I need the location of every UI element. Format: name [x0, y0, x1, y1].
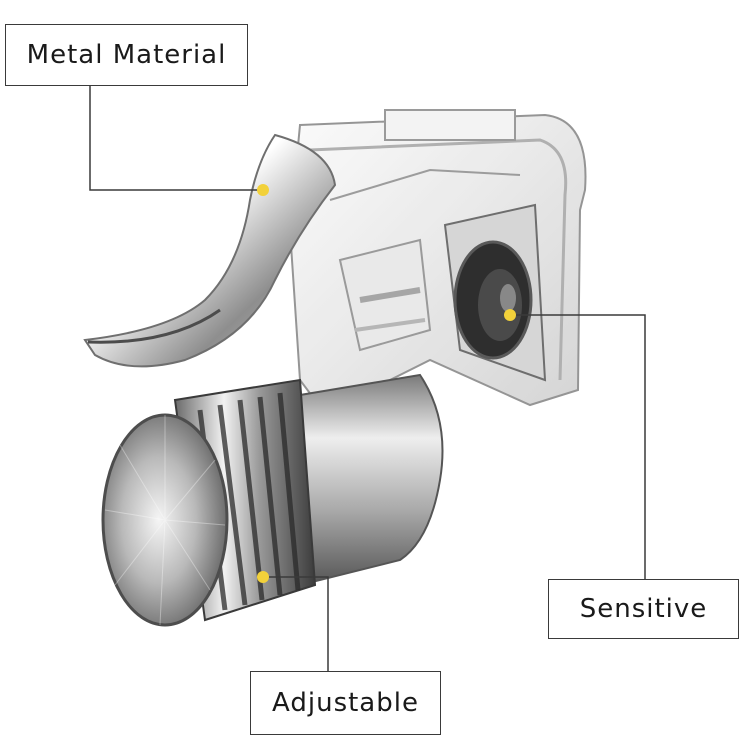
- leader-metal-material: [89, 86, 262, 191]
- metal-trigger-blade: [83, 133, 337, 368]
- marker-dot: [257, 184, 269, 196]
- marker-dot: [257, 571, 269, 583]
- callout-markers: [257, 184, 516, 583]
- leader-adjustable: [263, 576, 329, 671]
- leader-sensitive: [510, 314, 646, 579]
- adjustable-knob: [101, 373, 444, 627]
- callout-label: Metal Material: [26, 40, 227, 70]
- callout-label: Sensitive: [579, 594, 708, 624]
- callout-sensitive: Sensitive: [548, 579, 739, 639]
- callout-metal-material: Metal Material: [5, 24, 248, 86]
- marker-dot: [504, 309, 516, 321]
- sensor-button: [443, 203, 547, 382]
- callout-adjustable: Adjustable: [250, 671, 441, 735]
- callout-label: Adjustable: [272, 688, 419, 718]
- leader-lines: [89, 86, 646, 671]
